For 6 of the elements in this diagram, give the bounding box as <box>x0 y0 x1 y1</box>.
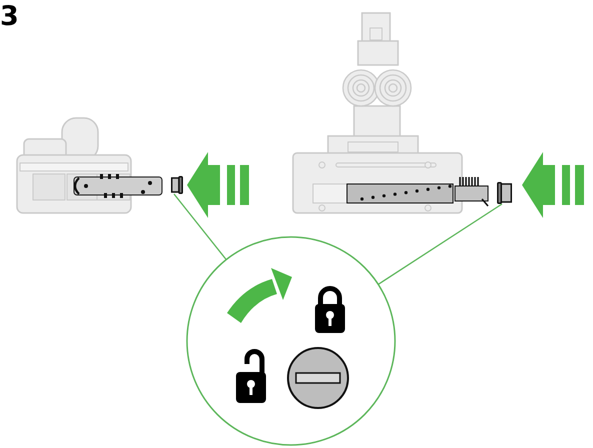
detail-circle <box>186 236 396 446</box>
leader-line <box>174 194 227 260</box>
end-cap <box>171 176 183 194</box>
leader-line <box>378 203 502 285</box>
end-cap <box>497 182 512 204</box>
step-number: 3 <box>0 3 19 30</box>
